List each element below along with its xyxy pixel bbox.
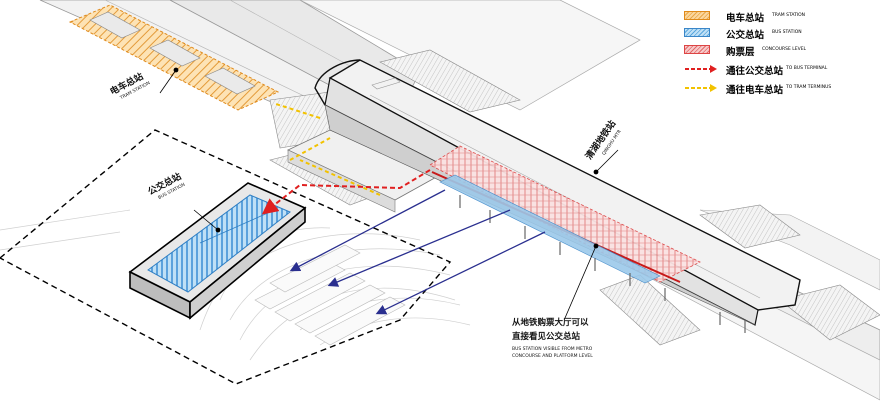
legend-to-bus-en: TO BUS TERMINAL <box>786 66 828 71</box>
visibility-note-cn-2: 直接看见公交总站 <box>512 331 581 342</box>
sightline-arrows <box>289 189 546 315</box>
leader-dots <box>173 67 599 249</box>
legend-bus-en: BUS STATION <box>772 30 802 35</box>
legend-to-tram-en: TO TRAM TERMINUS <box>786 85 832 90</box>
bus-site-boundary <box>0 129 452 385</box>
legend-tram-en: TRAM STATION <box>772 13 806 18</box>
legend-concourse: 购票层 CONCOURSE LEVEL <box>684 44 874 58</box>
legend-tram-station: 电车总站 TRAM STATION <box>684 10 874 24</box>
legend-to-bus: 通往公交总站 TO BUS TERMINAL <box>684 63 874 77</box>
legend-to-bus-cn: 通往公交总站 <box>726 66 784 77</box>
legend-bus-cn: 公交总站 <box>726 30 765 41</box>
route-to-bus <box>261 169 431 215</box>
red-dashed-arrow-icon <box>685 65 717 73</box>
tram-swatch <box>684 11 710 20</box>
legend-concourse-cn: 购票层 <box>726 47 755 58</box>
concourse-swatch <box>684 45 710 54</box>
visibility-note-en-2: CONCOURSE AND PLATFORM LEVEL <box>512 353 593 359</box>
platform-level <box>439 174 661 284</box>
tram-canopies <box>89 11 256 95</box>
bus-swatch <box>684 28 710 37</box>
visibility-note-en-1: BUS STATION VISIBLE FROM METRO <box>512 346 593 352</box>
legend-to-tram-cn: 通往电车总站 <box>726 85 784 96</box>
legend-bus-station: 公交总站 BUS STATION <box>684 27 874 41</box>
bus-station-building <box>128 182 307 320</box>
bus-parking-bays <box>254 244 406 346</box>
legend-concourse-en: CONCOURSE LEVEL <box>762 47 807 52</box>
route-to-tram <box>275 103 381 196</box>
legend-tram-cn: 电车总站 <box>726 13 765 24</box>
station-columns <box>459 195 746 333</box>
legend-to-tram: 通往电车总站 TO TRAM TERMINUS <box>684 82 874 96</box>
yellow-dashed-arrow-icon <box>685 84 717 92</box>
visibility-note-cn-1: 从地铁购票大厅可以 <box>512 317 589 328</box>
leader-lines <box>159 69 619 319</box>
